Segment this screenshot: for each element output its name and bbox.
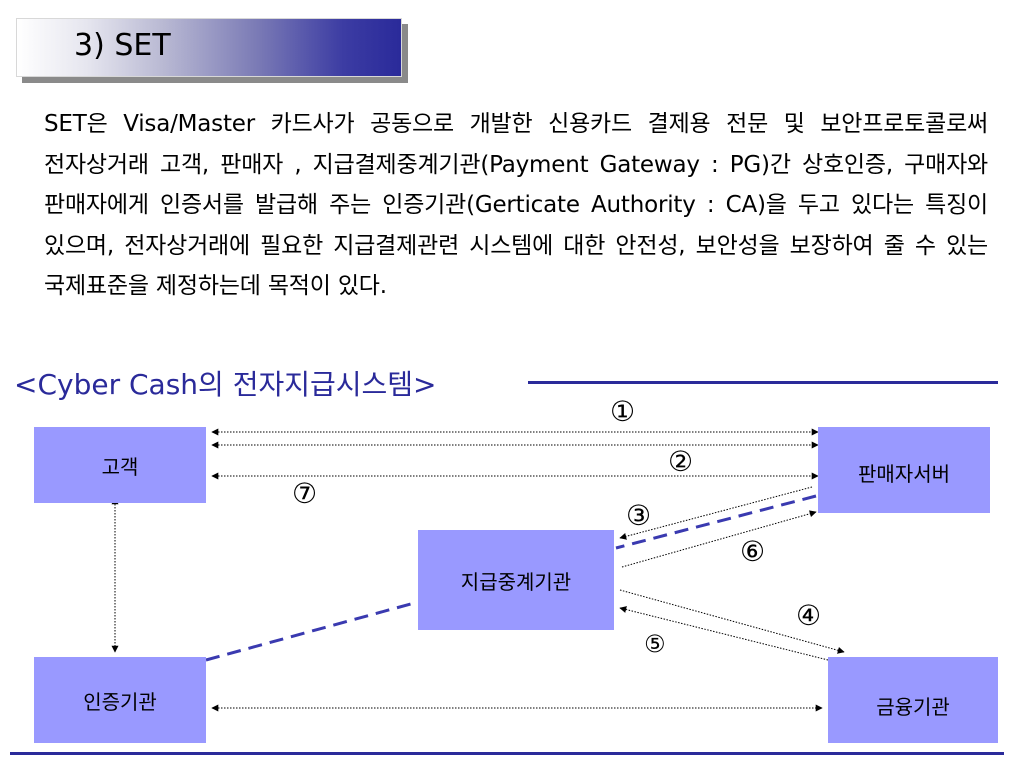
title-banner	[16, 18, 402, 77]
node-certificate-authority: 인증기관	[34, 657, 206, 743]
node-payment-gateway: 지급중계기관	[418, 530, 614, 630]
step-marker-2: ②	[668, 445, 694, 478]
node-merchant-server: 판매자서버	[818, 427, 990, 513]
node-bank: 금융기관	[828, 657, 998, 743]
step-marker-7: ⑦	[292, 477, 318, 510]
footer-rule	[10, 752, 1004, 755]
secure-link-ca-gateway	[205, 600, 419, 662]
step-marker-5: ⑤	[644, 630, 666, 658]
title-underline	[528, 381, 998, 384]
node-customer: 고객	[34, 427, 206, 503]
slide-title: 3) SET	[74, 28, 171, 63]
description-paragraph: SET은 Visa/Master 카드사가 공동으로 개발한 신용카드 결제용 …	[44, 111, 988, 299]
step-marker-4: ④	[796, 599, 822, 632]
step-marker-3: ③	[626, 499, 652, 532]
step-marker-1: ①	[610, 395, 636, 428]
diagram-title: <Cyber Cash의 전자지급시스템>	[14, 368, 437, 401]
step-marker-6: ⑥	[740, 535, 766, 568]
